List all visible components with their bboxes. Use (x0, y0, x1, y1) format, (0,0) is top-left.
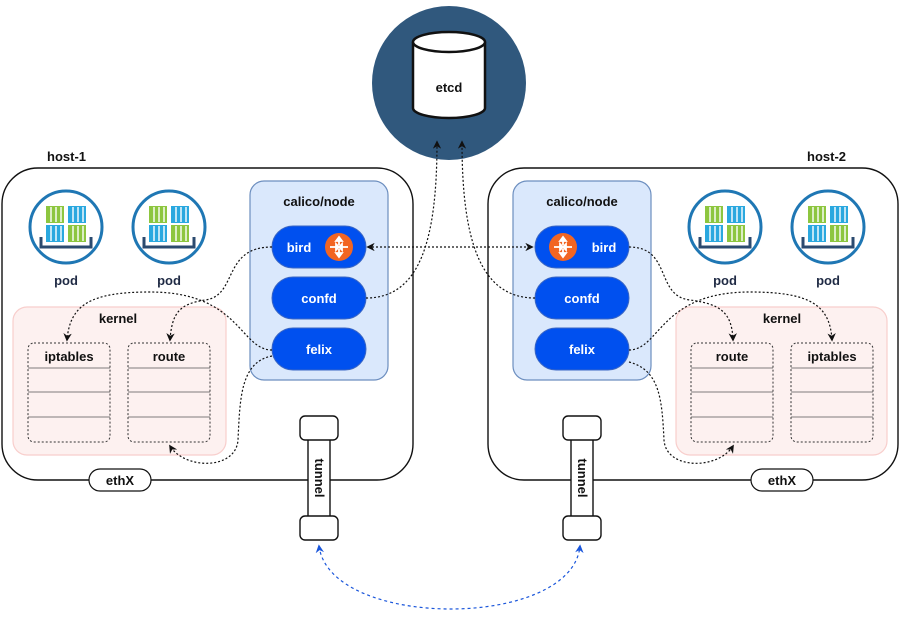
pod: pod (790, 189, 866, 288)
kernel-box (675, 306, 888, 456)
table-title: iptables (44, 349, 93, 364)
calico-node: calico/node bird confd felix (249, 180, 389, 381)
pod-label: pod (54, 273, 78, 288)
kernel-box (12, 306, 227, 456)
bird-route-connector (628, 246, 737, 342)
tunnel-label: tunnel (312, 459, 327, 498)
felix-route-connector (169, 355, 273, 464)
kernel-title: kernel (763, 311, 801, 326)
table-title: route (716, 349, 749, 364)
felix-route-connector (628, 361, 734, 464)
calico-node-title: calico/node (546, 194, 618, 209)
confd-etcd-connector (457, 140, 536, 299)
table-title: iptables (807, 349, 856, 364)
confd-label: confd (301, 291, 336, 306)
pod: pod (28, 189, 104, 288)
felix-iptables-connector (63, 291, 273, 351)
calico-node-title: calico/node (283, 194, 355, 209)
pod: pod (687, 189, 763, 288)
felix-component (271, 327, 367, 371)
confd-label: confd (564, 291, 599, 306)
nic-badge (750, 468, 814, 492)
router-icon (548, 232, 578, 262)
host-1: host-1 pod pod calico/node bird confd fe… (1, 149, 414, 492)
calico-node: calico/node bird confd felix (512, 180, 652, 381)
tunnel-end (299, 515, 339, 541)
kernel: kernel route iptables (675, 306, 888, 456)
tunnel-link-connector (315, 544, 584, 610)
pod: pod (131, 189, 207, 288)
table-title: route (153, 349, 186, 364)
pod-label: pod (713, 273, 737, 288)
tunnel-host-1: tunnel (299, 415, 339, 541)
tunnel-end (299, 415, 339, 441)
etcd-label: etcd (436, 80, 463, 95)
confd-etcd-connector (365, 140, 442, 299)
kernel: kernel iptables route (12, 306, 227, 456)
kernel-title: kernel (99, 311, 137, 326)
tunnel-end (562, 515, 602, 541)
pod-icon (687, 189, 763, 265)
bird-label: bird (287, 240, 312, 255)
host-title: host-2 (807, 149, 846, 164)
tunnel-host-2: tunnel (562, 415, 602, 541)
pod-label: pod (157, 273, 181, 288)
iptables-table: iptables (27, 342, 111, 443)
route-table: route (690, 342, 774, 443)
nic-label: ethX (768, 473, 797, 488)
bird-label: bird (592, 240, 617, 255)
pod-icon (790, 189, 866, 265)
nic-label: ethX (106, 473, 135, 488)
pod-icon (28, 189, 104, 265)
felix-component (534, 327, 630, 371)
tunnel-label: tunnel (575, 459, 590, 498)
router-icon (324, 232, 354, 262)
felix-iptables-connector (628, 291, 836, 351)
database-icon (411, 30, 487, 120)
tunnel-end (562, 415, 602, 441)
host-title: host-1 (47, 149, 86, 164)
pod-label: pod (816, 273, 840, 288)
host-2: host-2 pod pod calico/node bird confd fe… (487, 149, 899, 492)
iptables-table: iptables (790, 342, 874, 443)
pod-icon (131, 189, 207, 265)
nic-badge (88, 468, 152, 492)
bird-route-connector (166, 246, 273, 342)
felix-label: felix (306, 342, 333, 357)
route-table: route (127, 342, 211, 443)
etcd-node: etcd (372, 6, 526, 160)
felix-label: felix (569, 342, 596, 357)
